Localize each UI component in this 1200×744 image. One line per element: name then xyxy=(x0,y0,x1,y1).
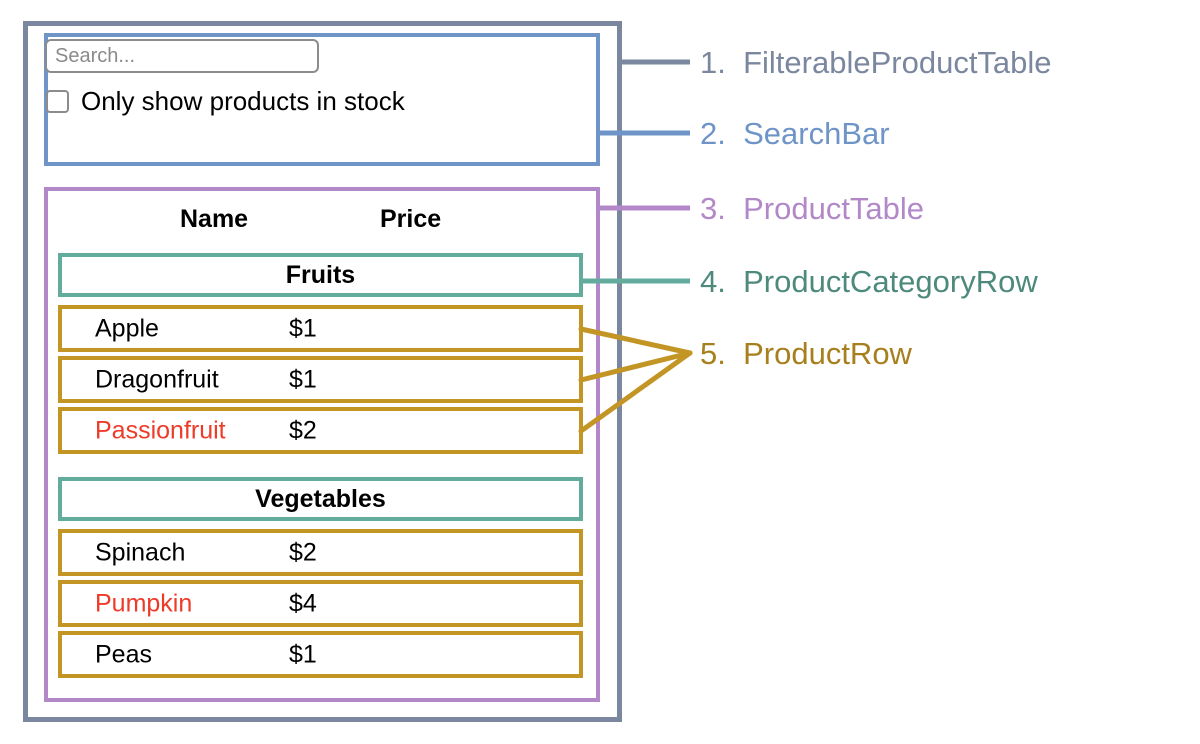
product-name: Passionfruit xyxy=(95,416,226,444)
legend-label: ProductRow xyxy=(743,336,912,371)
legend-number: 3. xyxy=(700,191,735,226)
in-stock-checkbox-label: Only show products in stock xyxy=(81,86,405,116)
legend-number: 4. xyxy=(700,264,735,299)
product-category-label: Vegetables xyxy=(255,484,386,513)
product-name: Apple xyxy=(95,314,159,342)
product-row: Apple $1 xyxy=(58,305,583,352)
product-price: $2 xyxy=(289,538,317,566)
legend-number: 5. xyxy=(700,336,735,371)
legend-item-product-category-row: 4. ProductCategoryRow xyxy=(700,266,1038,297)
product-row: Passionfruit $2 xyxy=(58,407,583,454)
legend-item-product-row: 5. ProductRow xyxy=(700,338,912,369)
product-price: $1 xyxy=(289,640,317,668)
legend-item-product-table: 3. ProductTable xyxy=(700,193,924,224)
product-price: $1 xyxy=(289,314,317,342)
legend-label: ProductTable xyxy=(743,191,925,226)
product-row: Spinach $2 xyxy=(58,529,583,576)
column-header-price: Price xyxy=(380,204,442,233)
column-header-name: Name xyxy=(180,204,249,233)
legend-label: SearchBar xyxy=(743,116,890,151)
product-category-label: Fruits xyxy=(285,260,356,289)
in-stock-filter-row[interactable]: Only show products in stock xyxy=(46,88,405,114)
in-stock-checkbox[interactable] xyxy=(46,89,69,113)
legend-item-search-bar: 2. SearchBar xyxy=(700,118,890,149)
legend-number: 1. xyxy=(700,45,735,80)
product-row: Dragonfruit $1 xyxy=(58,356,583,403)
legend-item-filterable-product-table: 1. FilterableProductTable xyxy=(700,47,1052,78)
product-category-row: Fruits xyxy=(58,253,583,297)
product-price: $1 xyxy=(289,365,317,393)
product-name: Peas xyxy=(95,640,152,668)
product-name: Spinach xyxy=(95,538,186,566)
search-input[interactable] xyxy=(45,39,319,73)
product-row: Pumpkin $4 xyxy=(58,580,583,627)
product-category-row: Vegetables xyxy=(58,477,583,521)
legend-number: 2. xyxy=(700,116,735,151)
product-price: $2 xyxy=(289,416,317,444)
legend-label: FilterableProductTable xyxy=(743,45,1052,80)
product-price: $4 xyxy=(289,589,317,617)
product-table-header-row: Name Price xyxy=(48,193,596,245)
product-name: Dragonfruit xyxy=(95,365,219,393)
legend-label: ProductCategoryRow xyxy=(743,264,1038,299)
product-row: Peas $1 xyxy=(58,631,583,678)
product-name: Pumpkin xyxy=(95,589,193,617)
